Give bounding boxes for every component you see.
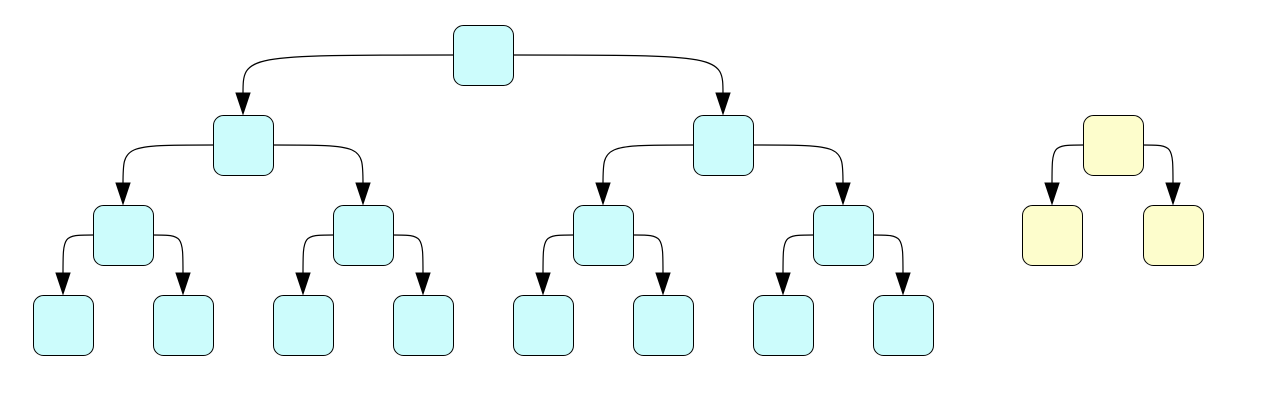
arrowhead	[655, 272, 671, 296]
edge-line	[1142, 144, 1174, 185]
tree-a-node-a12	[513, 295, 574, 356]
node-box	[273, 295, 334, 356]
tree-a-node-a9	[153, 295, 214, 356]
edge-line	[782, 234, 814, 275]
edge-line	[62, 234, 94, 275]
arrowhead	[55, 272, 71, 296]
node-box	[633, 295, 694, 356]
tree-b-node-b1	[1083, 115, 1144, 176]
nodes-layer	[33, 25, 1204, 356]
node-box	[1022, 205, 1083, 266]
node-box	[753, 295, 814, 356]
arrowhead	[175, 272, 191, 296]
node-box	[213, 115, 274, 176]
node-box	[573, 205, 634, 266]
edge-b1-b2	[1044, 144, 1084, 206]
arrowhead	[1044, 182, 1060, 206]
tree-a-node-a13	[633, 295, 694, 356]
edge-a5-a11	[392, 234, 431, 296]
edge-line	[512, 54, 724, 95]
edge-a5-a10	[295, 234, 334, 296]
node-box	[453, 25, 514, 86]
edge-a6-a12	[535, 234, 574, 296]
tree-a-node-a3	[693, 115, 754, 176]
edge-line	[272, 144, 364, 185]
tree-a-node-a11	[393, 295, 454, 356]
tree-a-node-a14	[753, 295, 814, 356]
node-box	[393, 295, 454, 356]
edge-a7-a15	[872, 234, 911, 296]
edge-a7-a14	[775, 234, 814, 296]
node-box	[813, 205, 874, 266]
tree-a-node-a4	[93, 205, 154, 266]
edge-line	[542, 234, 574, 275]
edge-a3-a6	[595, 144, 694, 206]
node-box	[693, 115, 754, 176]
arrowhead	[415, 272, 431, 296]
arrowhead	[235, 92, 251, 116]
edge-a2-a4	[115, 144, 214, 206]
edge-line	[302, 234, 334, 275]
edge-line	[602, 144, 694, 185]
edge-line	[152, 234, 184, 275]
node-box	[1083, 115, 1144, 176]
arrowhead	[535, 272, 551, 296]
tree-a-node-a15	[873, 295, 934, 356]
edge-a2-a5	[272, 144, 371, 206]
edge-line	[752, 144, 844, 185]
edge-a1-a2	[235, 54, 454, 116]
edge-b1-b3	[1142, 144, 1181, 206]
arrowhead	[895, 272, 911, 296]
arrowhead	[835, 182, 851, 206]
arrowhead	[1165, 182, 1181, 206]
arrowhead	[775, 272, 791, 296]
node-box	[873, 295, 934, 356]
edge-a4-a9	[152, 234, 191, 296]
tree-a-node-a10	[273, 295, 334, 356]
arrowhead	[595, 182, 611, 206]
node-box	[33, 295, 94, 356]
edge-line	[872, 234, 904, 275]
tree-a-node-a6	[573, 205, 634, 266]
edge-line	[392, 234, 424, 275]
tree-a-node-a5	[333, 205, 394, 266]
edge-a3-a7	[752, 144, 851, 206]
arrowhead	[715, 92, 731, 116]
arrowhead	[115, 182, 131, 206]
tree-a-node-a1	[453, 25, 514, 86]
node-box	[93, 205, 154, 266]
edge-line	[242, 54, 454, 95]
node-box	[513, 295, 574, 356]
tree-a-node-a7	[813, 205, 874, 266]
edge-a4-a8	[55, 234, 94, 296]
edges-layer	[55, 54, 1181, 296]
edge-line	[122, 144, 214, 185]
edge-a1-a3	[512, 54, 731, 116]
node-box	[153, 295, 214, 356]
arrowhead	[355, 182, 371, 206]
edge-line	[632, 234, 664, 275]
arrowhead	[295, 272, 311, 296]
tree-a-node-a8	[33, 295, 94, 356]
edge-line	[1051, 144, 1084, 185]
tree-a-node-a2	[213, 115, 274, 176]
node-box	[333, 205, 394, 266]
tree-b-node-b3	[1143, 205, 1204, 266]
edge-a6-a13	[632, 234, 671, 296]
node-box	[1143, 205, 1204, 266]
tree-b-node-b2	[1022, 205, 1083, 266]
